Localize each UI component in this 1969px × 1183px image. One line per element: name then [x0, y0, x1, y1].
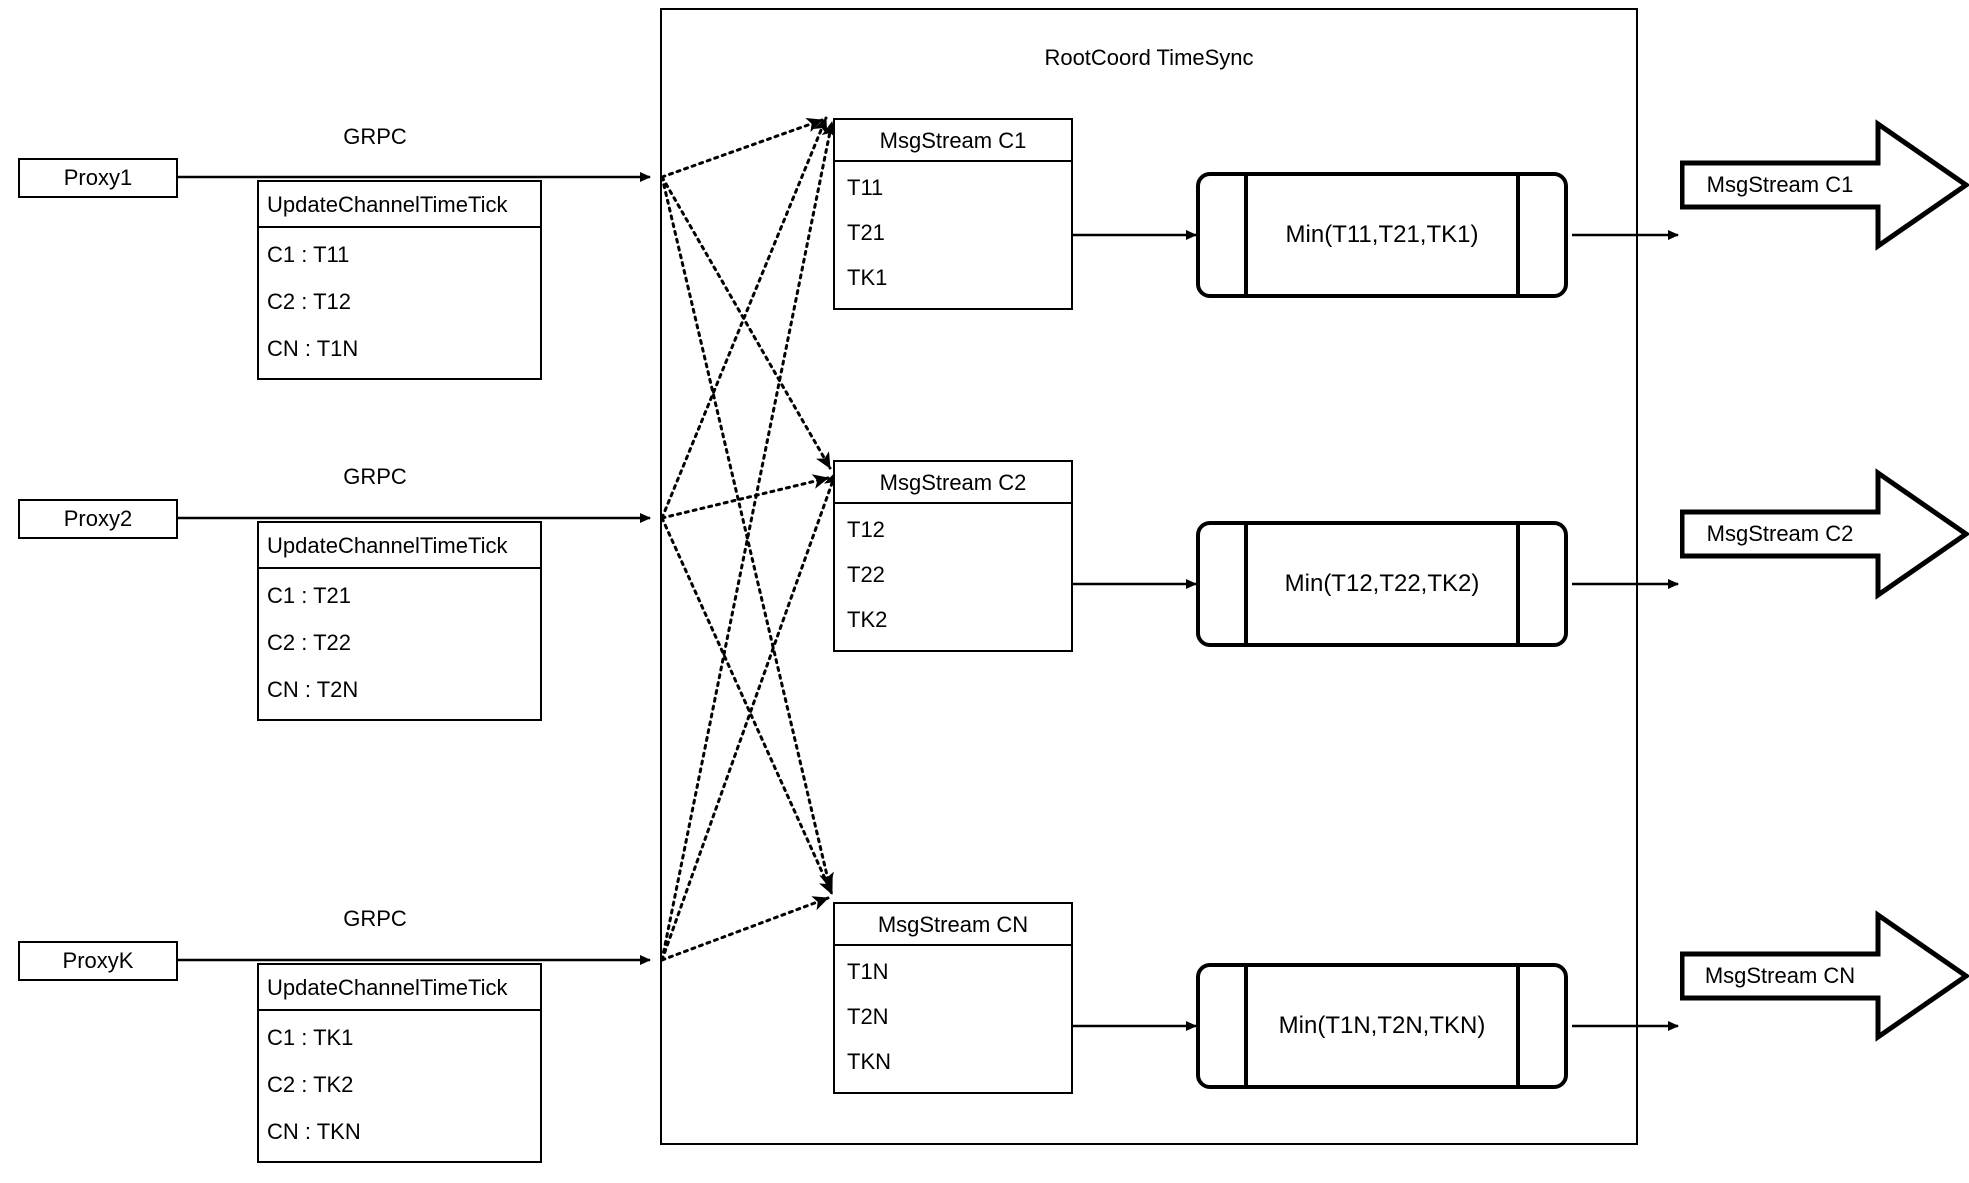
msgstream-title-c2: MsgStream C2: [835, 462, 1071, 504]
arrow-outline: [1680, 119, 1969, 251]
output-label-c1: MsgStream C1: [1706, 172, 1854, 197]
grpc-label-proxy2: GRPC: [343, 464, 407, 489]
msgstream-body-cn: T1N T2N TKN: [835, 946, 1071, 1092]
process-right-bar: [1516, 521, 1520, 647]
process-right-bar: [1516, 963, 1520, 1089]
uctt-row: C1 : T21: [267, 583, 351, 609]
uctt-row: CN : T2N: [267, 676, 359, 702]
min-process-c1: Min(T11,T21,TK1): [1196, 172, 1568, 298]
msgstream-row: TKN: [847, 1048, 891, 1074]
msgstream-row: T11: [847, 175, 884, 201]
proxy-box-proxy1[interactable]: Proxy1: [18, 158, 178, 198]
process-body: [1196, 521, 1568, 647]
uctt-table-proxy2: UpdateChannelTimeTick C1 : T21 C2 : T22 …: [257, 521, 542, 721]
min-label-cn: Min(T1N,T2N,TKN): [1278, 1012, 1486, 1039]
msgstream-row: T22: [847, 561, 885, 587]
msgstream-table-c1: MsgStream C1 T11 T21 TK1: [833, 118, 1073, 310]
output-label-c2: MsgStream C2: [1706, 521, 1854, 546]
msgstream-row: T12: [847, 517, 885, 543]
msgstream-title-c1: MsgStream C1: [835, 120, 1071, 162]
proxy-label-proxy2: Proxy2: [63, 506, 133, 531]
min-process-cn: Min(T1N,T2N,TKN): [1196, 963, 1568, 1089]
proxy-box-proxyk[interactable]: ProxyK: [18, 941, 178, 981]
min-process-c2: Min(T12,T22,TK2): [1196, 521, 1568, 647]
process-left-bar: [1244, 172, 1248, 298]
uctt-table-proxy1: UpdateChannelTimeTick C1 : T11 C2 : T12 …: [257, 180, 542, 380]
uctt-row: CN : T1N: [267, 335, 359, 361]
grpc-label-proxy1: GRPC: [343, 124, 407, 149]
min-label-c2: Min(T12,T22,TK2): [1284, 570, 1480, 597]
msgstream-table-cn: MsgStream CN T1N T2N TKN: [833, 902, 1073, 1094]
grpc-label-proxyk: GRPC: [343, 906, 407, 931]
process-left-bar: [1244, 521, 1248, 647]
msgstream-row: TK1: [847, 264, 888, 290]
rootcoord-timesync-container: [660, 8, 1638, 1145]
uctt-body-proxy2: C1 : T21 C2 : T22 CN : T2N: [259, 569, 540, 719]
output-label-cn: MsgStream CN: [1704, 963, 1856, 988]
msgstream-row: T2N: [847, 1003, 889, 1029]
output-block-arrow-c2: MsgStream C2: [1680, 467, 1969, 601]
process-right-bar: [1516, 172, 1520, 298]
uctt-title-proxy1: UpdateChannelTimeTick: [259, 182, 540, 228]
msgstream-table-c2: MsgStream C2 T12 T22 TK2: [833, 460, 1073, 652]
uctt-row: C2 : TK2: [267, 1071, 354, 1097]
process-left-bar: [1244, 963, 1248, 1089]
proxy-box-proxy2[interactable]: Proxy2: [18, 499, 178, 539]
output-block-arrow-c1: MsgStream C1: [1680, 118, 1969, 252]
uctt-title-proxy2: UpdateChannelTimeTick: [259, 523, 540, 569]
uctt-title-proxyk: UpdateChannelTimeTick: [259, 965, 540, 1011]
uctt-row: C2 : T12: [267, 288, 351, 314]
msgstream-row: T1N: [847, 959, 889, 985]
msgstream-row: TK2: [847, 606, 888, 632]
uctt-row: C2 : T22: [267, 629, 351, 655]
uctt-row: CN : TKN: [267, 1118, 361, 1144]
uctt-row: C1 : T11: [267, 242, 350, 268]
uctt-body-proxyk: C1 : TK1 C2 : TK2 CN : TKN: [259, 1011, 540, 1161]
rootcoord-timesync-title: RootCoord TimeSync: [1044, 45, 1254, 70]
msgstream-body-c2: T12 T22 TK2: [835, 504, 1071, 650]
process-body: [1196, 172, 1568, 298]
proxy-label-proxy1: Proxy1: [63, 165, 133, 190]
proxy-label-proxyk: ProxyK: [62, 948, 134, 973]
msgstream-title-cn: MsgStream CN: [835, 904, 1071, 946]
uctt-body-proxy1: C1 : T11 C2 : T12 CN : T1N: [259, 228, 540, 378]
output-block-arrow-cn: MsgStream CN: [1680, 909, 1969, 1043]
uctt-table-proxyk: UpdateChannelTimeTick C1 : TK1 C2 : TK2 …: [257, 963, 542, 1163]
process-body: [1196, 963, 1568, 1089]
uctt-row: C1 : TK1: [267, 1025, 354, 1051]
msgstream-row: T21: [847, 219, 885, 245]
min-label-c1: Min(T11,T21,TK1): [1285, 221, 1479, 248]
arrow-outline: [1680, 468, 1969, 600]
arrow-outline: [1680, 910, 1969, 1042]
msgstream-body-c1: T11 T21 TK1: [835, 162, 1071, 308]
